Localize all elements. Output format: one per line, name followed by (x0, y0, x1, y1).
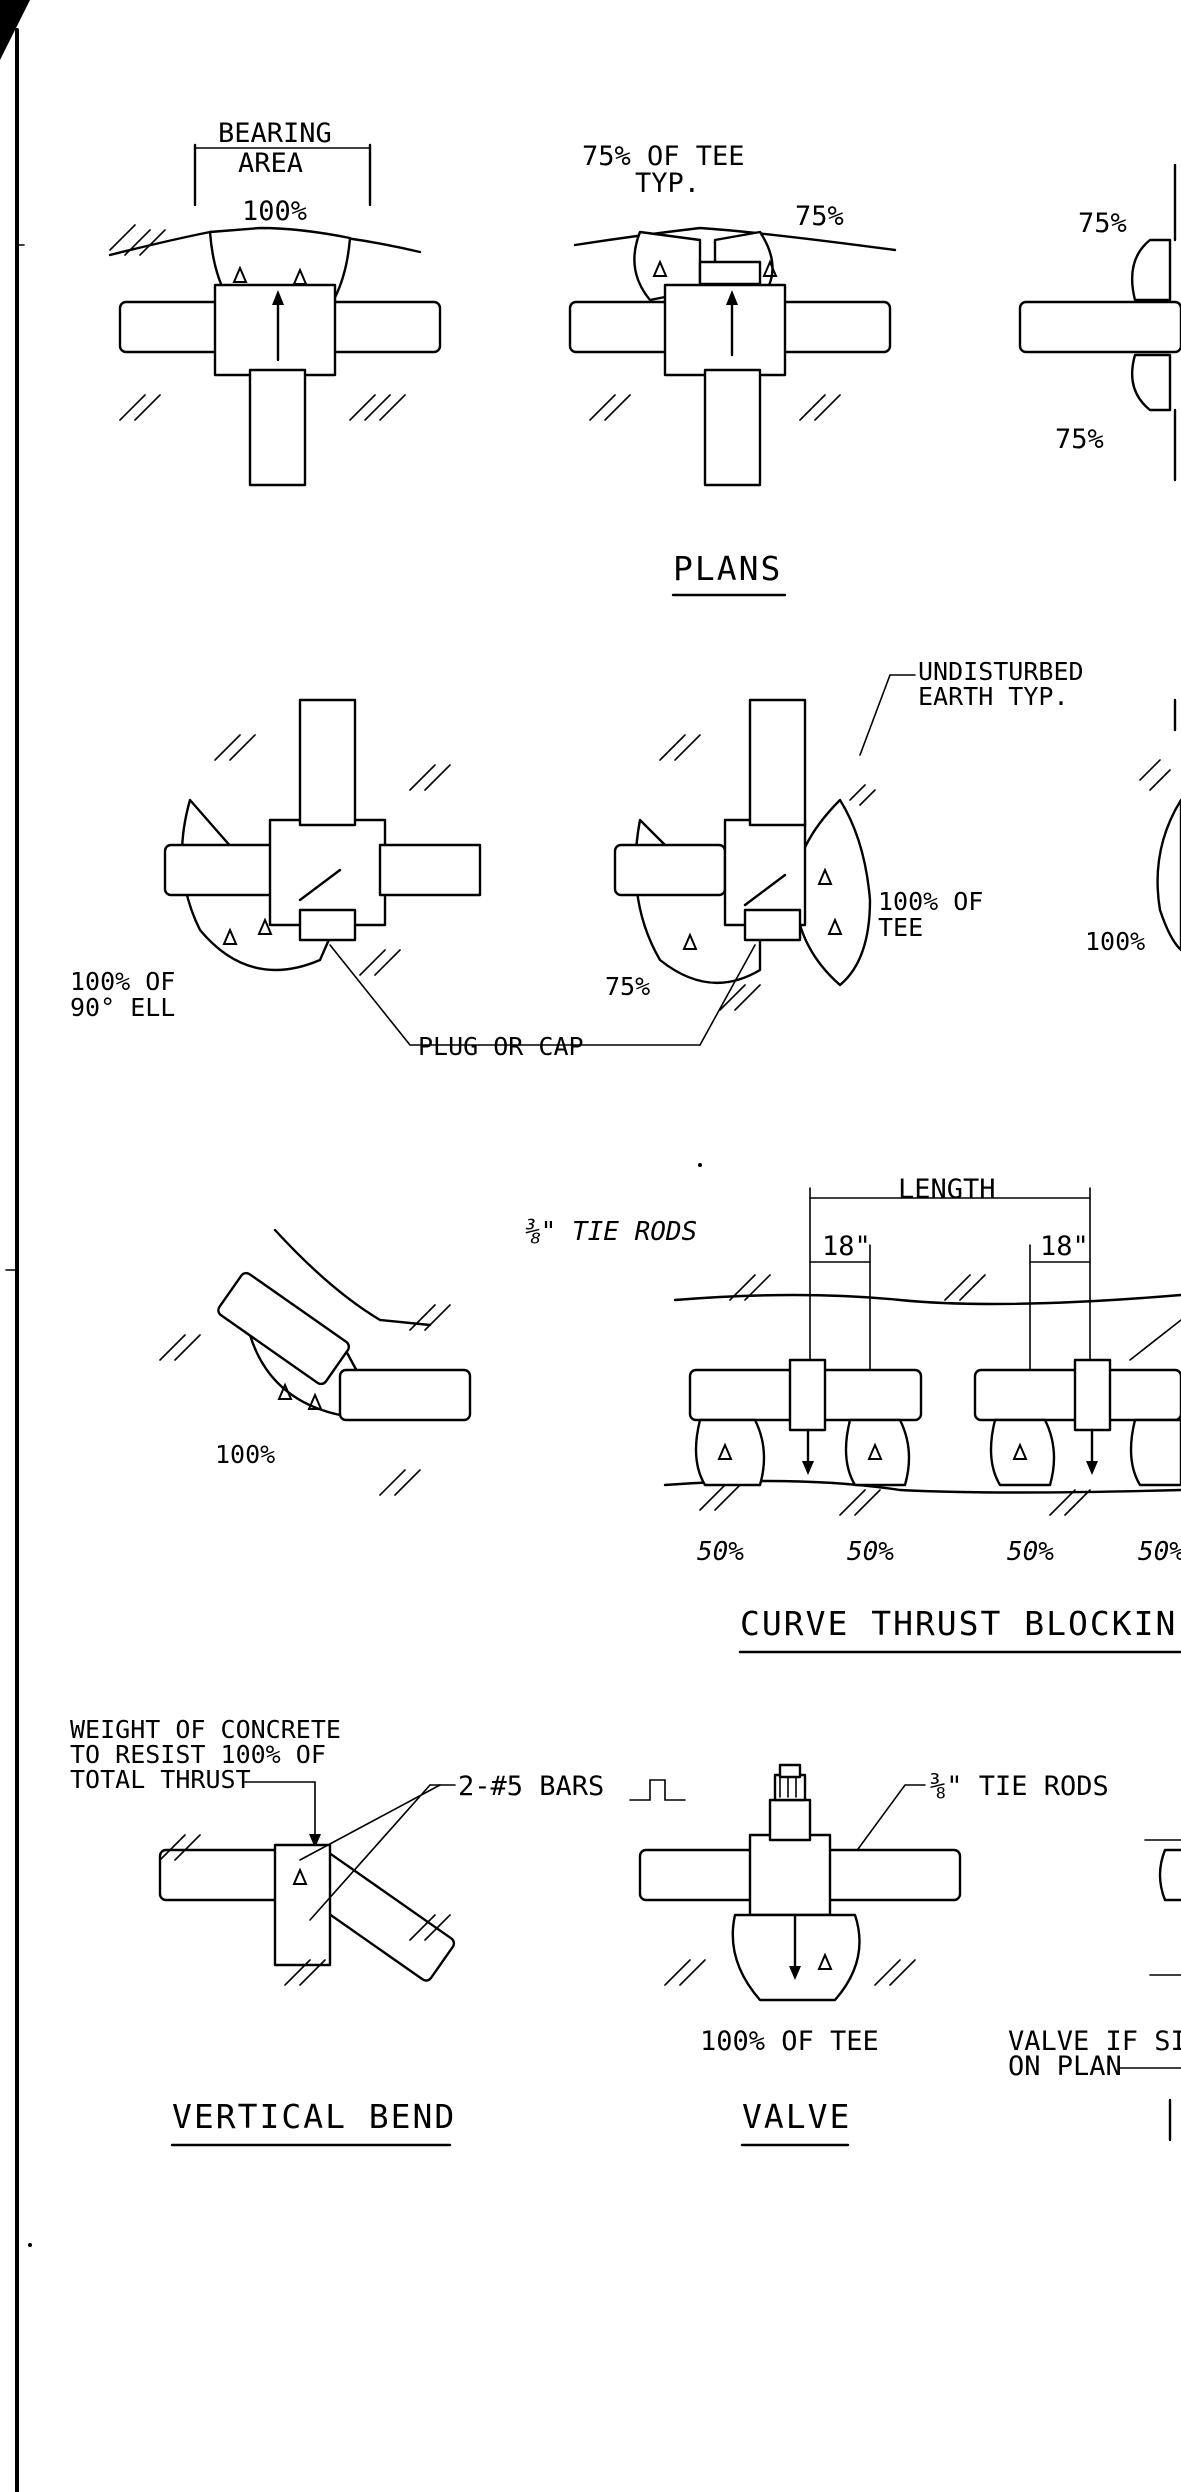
valve-if-1: VALVE IF SI (1008, 2026, 1181, 2057)
plan3-pct-top: 75% (1078, 208, 1127, 239)
bend-pct: 100% (215, 1440, 275, 1469)
title-curve: CURVE THRUST BLOCKIN (740, 1604, 1177, 1643)
detail-vertical-bend: WEIGHT OF CONCRETE TO RESIST 100% OF TOT… (70, 1715, 686, 1986)
title-vertical-bend: VERTICAL BEND (172, 2097, 456, 2136)
valve-pct: 100% OF TEE (700, 2026, 879, 2057)
undisturbed-1: UNDISTURBED (918, 657, 1084, 686)
bearing-label: BEARING (218, 118, 332, 149)
plan2-label-1: 75% OF TEE (582, 141, 745, 172)
plan1-pct: 100% (242, 196, 307, 227)
detail-r4-partial: VALVE IF SI ON PLAN (1008, 1839, 1181, 2142)
length-label: LENGTH (898, 1174, 996, 1205)
title-plans: PLANS (673, 549, 782, 588)
c-50-2: 50% (847, 1537, 894, 1567)
speck (28, 2243, 32, 2247)
plan2-label-2: TYP. (635, 168, 700, 199)
detail-valve: ⅜" TIE RODS 100% OF TEE (638, 1763, 1109, 2057)
undisturbed-2: EARTH TYP. (918, 682, 1069, 711)
tee-pct-1: 100% OF (878, 887, 983, 916)
valve-tie-rods: ⅜" TIE RODS (930, 1771, 1109, 1802)
valve-if-2: ON PLAN (1008, 2051, 1122, 2082)
ell-label-2: 90° ELL (70, 993, 175, 1022)
plug-cap-label: PLUG OR CAP (418, 1032, 584, 1061)
c-50-3: 50% (1007, 1537, 1054, 1567)
r2-right-pct: 100% (1085, 927, 1145, 956)
detail-tee-plug: UNDISTURBED EARTH TYP. 75% 100% OF TEE P… (409, 657, 1084, 1061)
detail-90-ell: 100% OF 90° ELL (70, 698, 482, 1046)
weight-label-2: TO RESIST 100% OF (70, 1740, 326, 1769)
plan3-pct-bot: 75% (1055, 424, 1104, 455)
speck (698, 1163, 702, 1167)
detail-r2-partial: 100% (1085, 698, 1181, 956)
dim-18-b: 18" (1040, 1231, 1089, 1262)
bearing-label-2: AREA (238, 148, 303, 179)
plan-cross-75: 75% OF TEE TYP. 75% (568, 141, 897, 487)
plan2-pct: 75% (795, 201, 844, 232)
weight-label-3: TOTAL THRUST (70, 1765, 251, 1794)
title-valve: VALVE (742, 2097, 851, 2136)
c-50-4: 50% (1138, 1537, 1181, 1567)
dim-18-a: 18" (822, 1231, 871, 1262)
detail-horizontal-bend: 100% (159, 1228, 472, 1496)
cap-pct: 75% (605, 972, 650, 1001)
weight-label-1: WEIGHT OF CONCRETE (70, 1715, 341, 1744)
tee-pct-2: TEE (878, 913, 923, 942)
ell-label-1: 100% OF (70, 967, 175, 996)
tie-rods-label: ⅜" TIE RODS (525, 1217, 697, 1247)
detail-curve-blocking: ⅜" TIE RODS LENGTH 18" 18" 50% 50% 50% 5… (525, 1174, 1181, 1567)
plan-partial-right: 75% 75% (1018, 163, 1181, 482)
bars-label: 2-#5 BARS (458, 1771, 604, 1802)
c-50-1: 50% (697, 1537, 744, 1567)
plan-tee-bearing: BEARING AREA 100% (108, 118, 442, 487)
sheet-frame (0, 0, 30, 2492)
